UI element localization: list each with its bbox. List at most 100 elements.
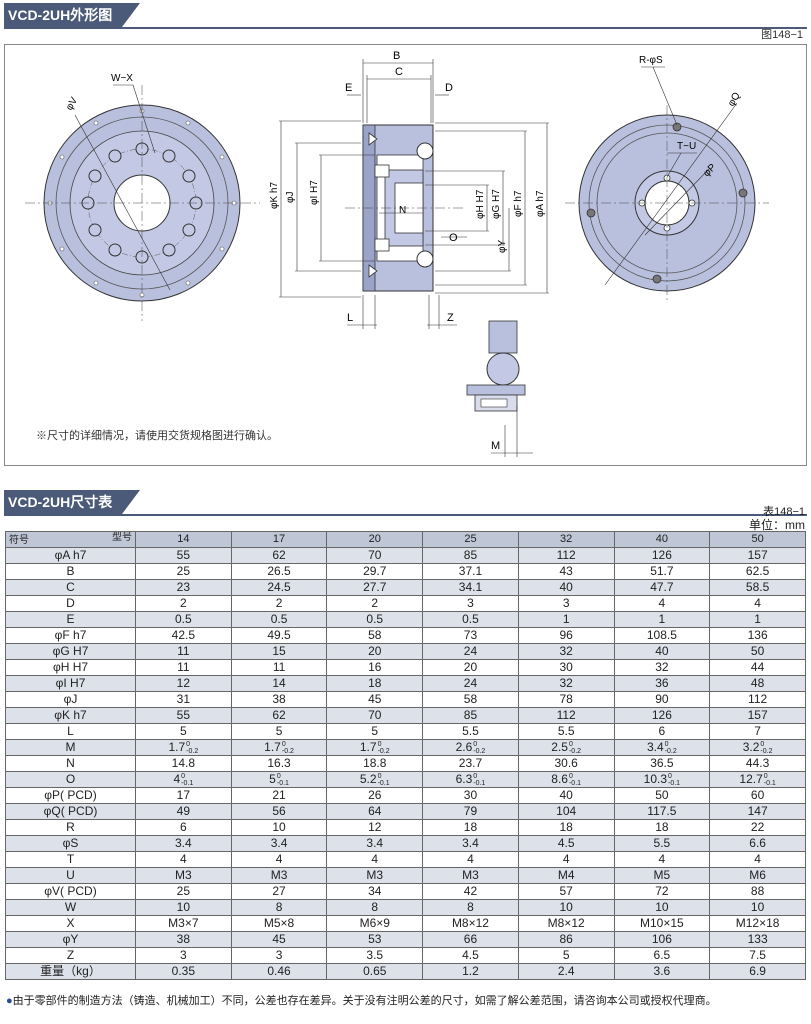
table-cell: M8×12 [517,915,615,932]
table-cell: 4 [135,851,232,868]
table-cell: 5.5 [517,723,615,740]
row-label: φQ( PCD) [5,803,136,820]
cell-value: 26 [368,788,382,803]
cell-value: 11 [177,660,190,675]
tolerance-upper: 0 [377,740,382,748]
table-cell: 32 [517,643,615,660]
model-header-17: 17 [230,531,328,548]
cell-value: 4 [754,852,761,867]
cell-value: 6 [658,724,666,739]
table-cell: 21 [230,787,328,804]
table-cell: M12×18 [709,915,806,932]
cell-value: 18.8 [363,756,387,771]
cell-value: 117.5 [647,804,677,819]
table-cell: 4 [613,595,711,612]
table-cell: 34 [326,883,424,900]
middle-section-view: B C E D φK h7 φJ φI H7 N φH H7 φG H7 φF … [269,50,549,329]
tolerance: 0-0.2 [473,741,485,755]
row-label: φS [5,835,136,852]
cell-value: 4 [754,596,761,611]
cell-value: M4 [557,868,575,883]
table-cell: M3 [326,867,424,884]
table-cell: 10 [230,819,328,836]
cell-value: 147 [747,804,768,819]
cell-value: M5 [653,868,671,883]
table-cell: 32 [517,675,615,692]
table-cell: M5×8 [230,915,328,932]
cell-value: 3.5 [366,948,384,963]
tolerance: 0-0.2 [378,741,390,755]
table-cell: M5 [613,867,711,884]
cell-value: 10 [750,900,765,915]
label-rs: R-φS [639,55,663,66]
cell-value: 4 [467,852,474,867]
cell-value: 5 [562,948,570,963]
cell-value: 12 [368,820,382,835]
label-z: Z [447,312,454,324]
cell-value: 3.4 [175,836,192,851]
table-cell: 38 [135,931,232,948]
cell-value: M3 [270,868,288,883]
cell-value: 4 [658,852,666,867]
table-cell: 6.5 [613,947,711,964]
table-cell: 55 [135,707,232,724]
cell-value: 3.4 [366,836,384,851]
table-cell: M4 [517,867,615,884]
table-cell: 40 [517,579,615,596]
table-cell: M3×7 [135,915,232,932]
tolerance-lower: -0.2 [377,747,390,755]
tolerance: 0-0.1 [181,773,193,787]
table-cell: 5.5 [422,723,519,740]
table-cell: 42.5 [135,627,232,644]
tolerance-lower: -0.1 [473,779,486,787]
cell-value: 37.1 [458,564,483,579]
cell-value: M8×12 [547,916,585,931]
cell-value: 2.5 [551,740,568,755]
table-cell: 50 [709,643,806,660]
cell-value: 126 [651,548,672,563]
tolerance-lower: -0.2 [473,747,486,755]
row-label: X [5,915,136,932]
cell-value: M3 [462,868,479,883]
table-cell: 3.4 [326,835,424,852]
cell-value: 27 [272,884,286,899]
row-label: M [5,739,136,756]
table-cell: 106 [613,931,711,948]
cell-value: 36.5 [650,756,674,771]
table-cell: 1 [613,611,711,628]
model-header-20: 20 [326,531,424,548]
cell-value: 58 [463,692,478,707]
tolerance-upper: 0 [377,772,382,780]
cell-value: 1 [562,612,570,627]
cell-value: 29.7 [363,564,387,579]
cell-value: M3 [175,868,192,883]
cell-value: 6.5 [653,948,671,963]
cell-value: 40 [559,788,573,803]
tolerance-upper: 0 [668,772,672,780]
cell-value: 32 [559,676,573,691]
tolerance-upper: 0 [760,740,765,748]
cell-value: 42 [463,884,478,899]
table-cell: 17 [135,787,232,804]
table-cell: 18.8 [326,755,424,772]
cell-value: 34 [368,884,382,899]
cell-value: M6×9 [359,916,390,931]
cell-value: 38 [272,692,286,707]
table-cell: 88 [709,883,806,900]
cell-value: 56 [272,804,286,819]
table-cell: 0.5 [135,611,232,628]
tolerance: 0-0.2 [665,741,677,755]
cell-value: 50 [750,644,765,659]
table-cell: M3 [230,867,328,884]
table-cell: 51.7 [613,563,711,580]
cell-value: 40 [559,580,573,595]
cell-value: 1.7 [359,740,377,755]
table-cell: 3.6 [613,963,711,980]
